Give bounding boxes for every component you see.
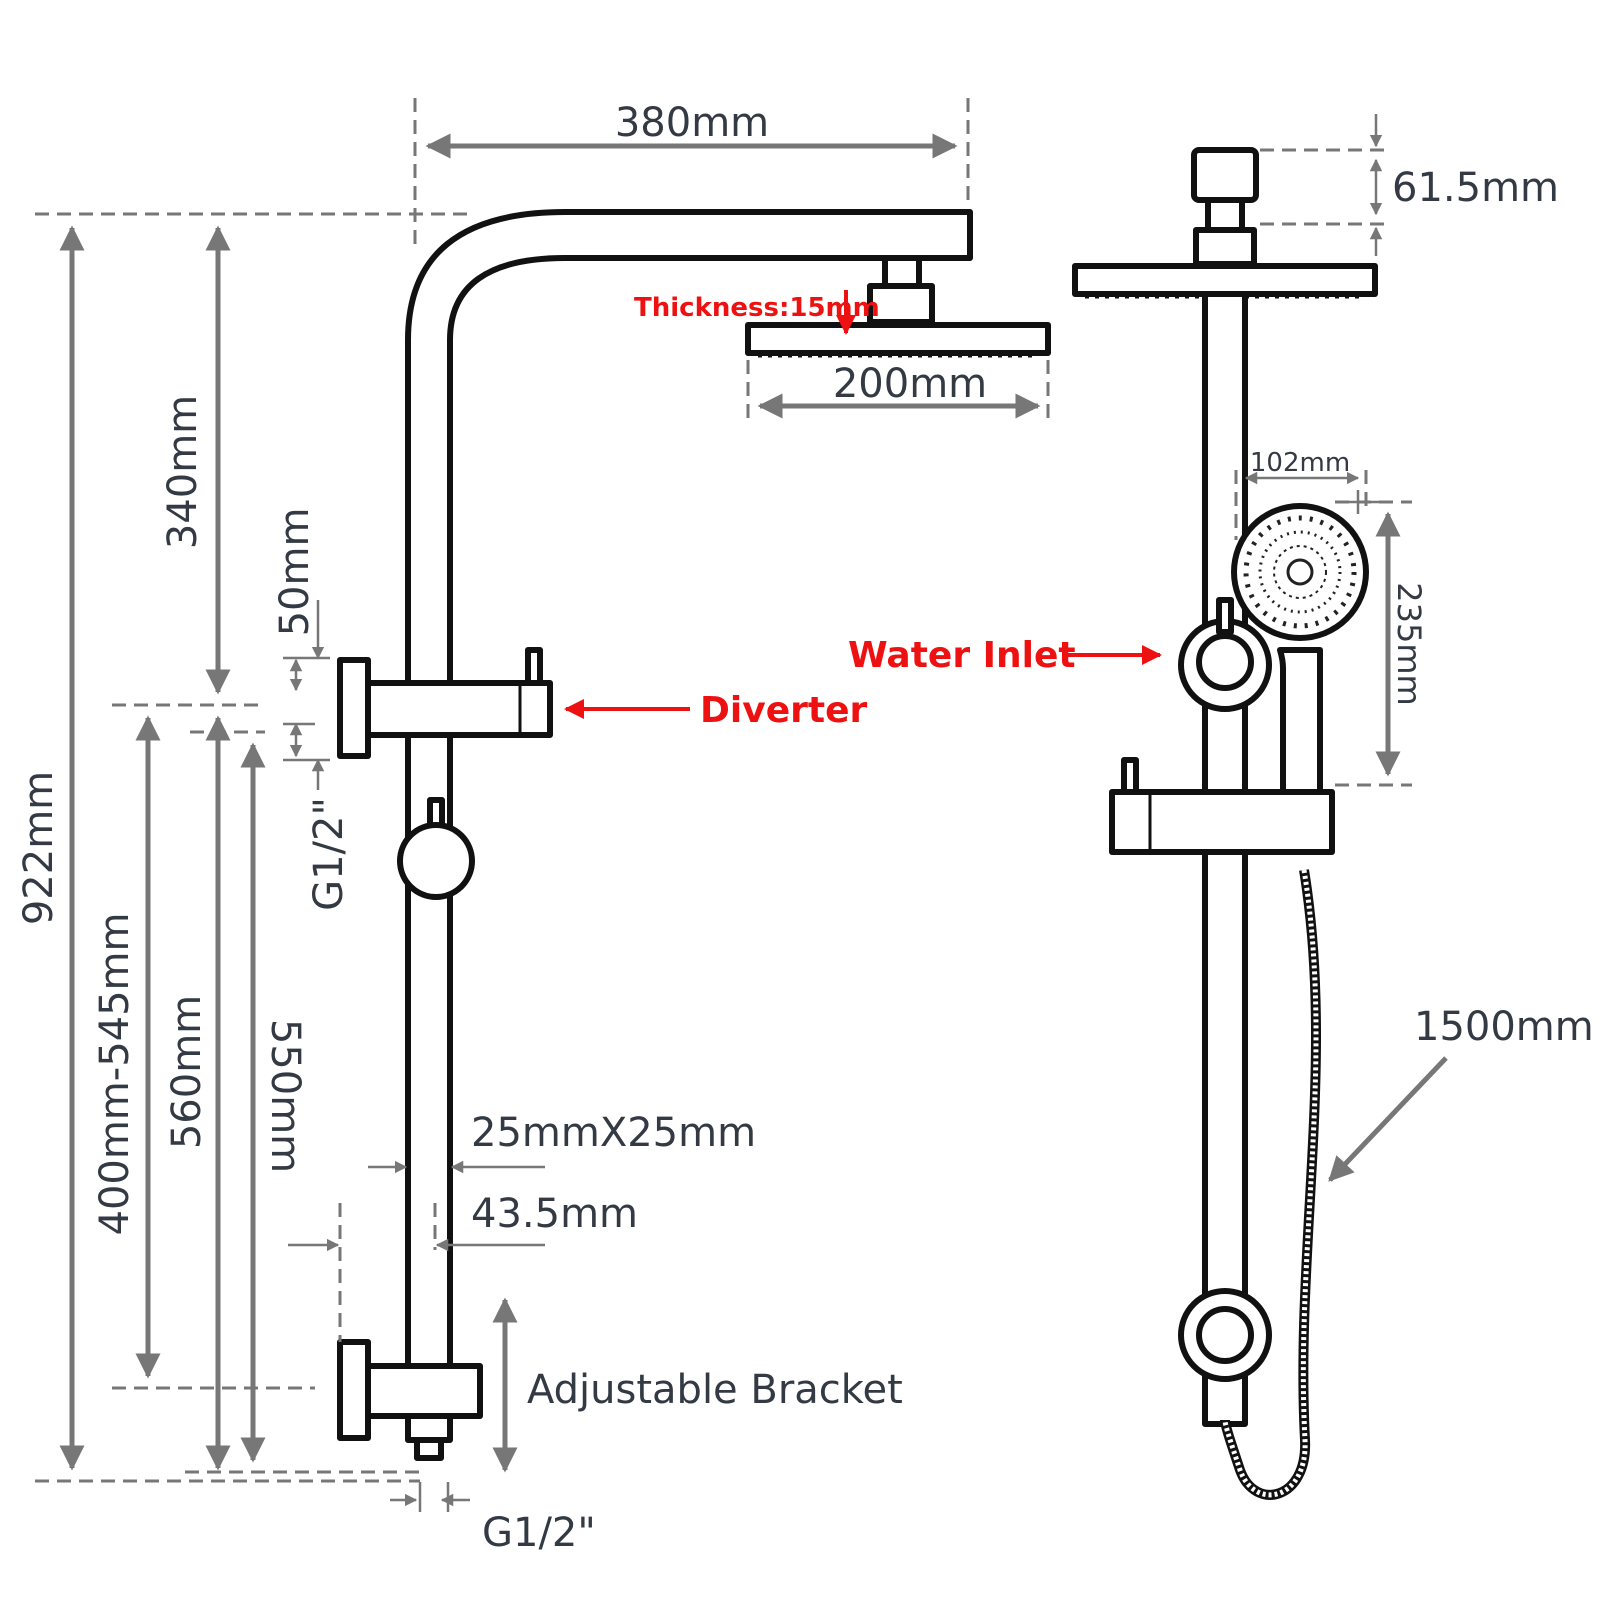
rain-head-side xyxy=(1072,263,1378,297)
water-inlet-label: Water Inlet xyxy=(848,635,1076,676)
bracket-range-label: 400mm-545mm xyxy=(92,913,138,1236)
left-shower-column xyxy=(337,209,1051,1461)
diverter-label: Diverter xyxy=(700,690,867,731)
arm-length-label: 380mm xyxy=(615,100,769,146)
total-height-label: 922mm xyxy=(16,771,62,925)
length-550-label: 550mm xyxy=(262,1019,308,1173)
bottom-thread-label: G1/2" xyxy=(482,1510,596,1556)
water-inlet-pin xyxy=(1216,597,1234,635)
handset-handle xyxy=(1277,647,1323,798)
top-connector-neck xyxy=(1205,197,1245,233)
diverter-body xyxy=(365,680,553,738)
handset-width-label: 102mm xyxy=(1250,448,1350,478)
pipe-section-label: 25mmX25mm xyxy=(471,1110,756,1156)
head-width-label: 200mm xyxy=(833,361,987,407)
connector-height-label: 61.5mm xyxy=(1392,165,1559,211)
right-riser-pipe xyxy=(1202,291,1248,1427)
diverter-height-label: 50mm xyxy=(272,508,318,637)
handset-holder-pin xyxy=(1121,757,1139,795)
right-shower-column xyxy=(1072,147,1378,1500)
handset-length-label: 235mm xyxy=(1390,582,1428,705)
handset-face xyxy=(1231,503,1369,641)
diverter-thread-label: G1/2" xyxy=(306,797,352,911)
top-connector-cap xyxy=(1191,147,1259,203)
handset-holder xyxy=(1109,789,1335,855)
left-reference-lines xyxy=(35,98,1050,1483)
left-dimension-arrows xyxy=(59,133,1041,1512)
thickness-label: Thickness:15mm xyxy=(634,293,880,323)
bottom-bracket-knob xyxy=(1196,1306,1254,1364)
rain-shower-head xyxy=(745,322,1051,356)
bracket-depth-label: 43.5mm xyxy=(471,1191,638,1237)
water-inlet-knob xyxy=(1196,633,1254,691)
hose-length-label: 1500mm xyxy=(1414,1004,1594,1050)
riser-pipe xyxy=(405,209,973,1443)
right-dimension-arrows xyxy=(1234,114,1448,1182)
diverter-knob xyxy=(525,647,543,686)
adjustable-bracket-label: Adjustable Bracket xyxy=(527,1367,903,1413)
bottom-inlet-stub xyxy=(414,1437,444,1461)
bracket-body xyxy=(365,1363,483,1419)
top-to-diverter-label: 340mm xyxy=(160,395,206,549)
length-560-label: 560mm xyxy=(164,995,210,1149)
left-callouts xyxy=(564,290,856,719)
handset-nozzles xyxy=(1243,515,1357,629)
head-connector-neck xyxy=(882,255,922,289)
valve-knob xyxy=(397,822,475,900)
diverter-wall-plate xyxy=(337,657,371,759)
top-connector-nut xyxy=(1193,227,1257,267)
bracket-wall-plate xyxy=(337,1339,371,1441)
